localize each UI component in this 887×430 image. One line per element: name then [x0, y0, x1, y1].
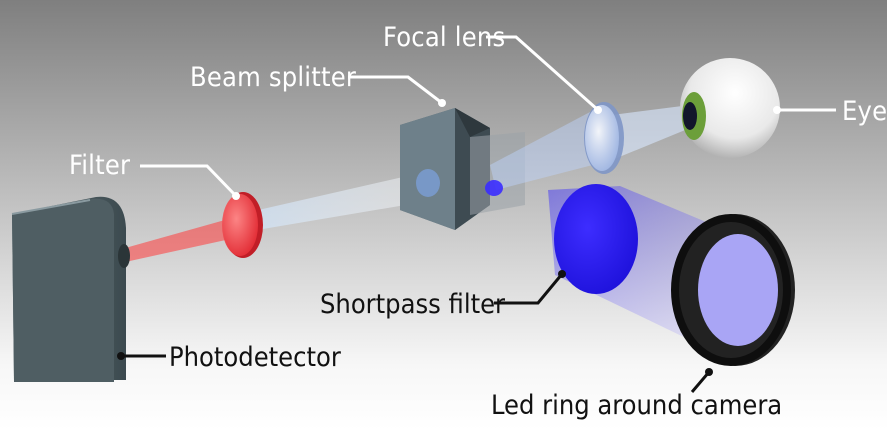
beam-splitter-label: Beam splitter	[190, 62, 356, 93]
filtered-beam	[245, 172, 435, 232]
leader-lines-light	[140, 35, 836, 198]
photodetector-icon	[11, 196, 130, 382]
shortpass-source	[485, 180, 503, 196]
focal-lens-icon	[584, 102, 624, 174]
eye-label: Eye	[842, 96, 887, 127]
beam-splitter-icon	[400, 108, 525, 230]
focal-lens-label: Focal lens	[383, 22, 505, 53]
led-ring-icon	[671, 214, 795, 366]
reflected-beam	[490, 112, 612, 190]
shortpass-filter-icon	[554, 184, 638, 294]
leader-lines-dark	[124, 273, 711, 393]
eye-icon	[680, 58, 780, 158]
filter-label: Filter	[69, 150, 130, 181]
focused-beam	[612, 105, 690, 160]
shortpass-filter-label: Shortpass filter	[320, 289, 505, 320]
red-beam	[125, 218, 244, 262]
led-ring-label: Led ring around camera	[491, 390, 782, 421]
photodetector-label: Photodetector	[169, 342, 341, 373]
filter-icon	[222, 192, 263, 258]
